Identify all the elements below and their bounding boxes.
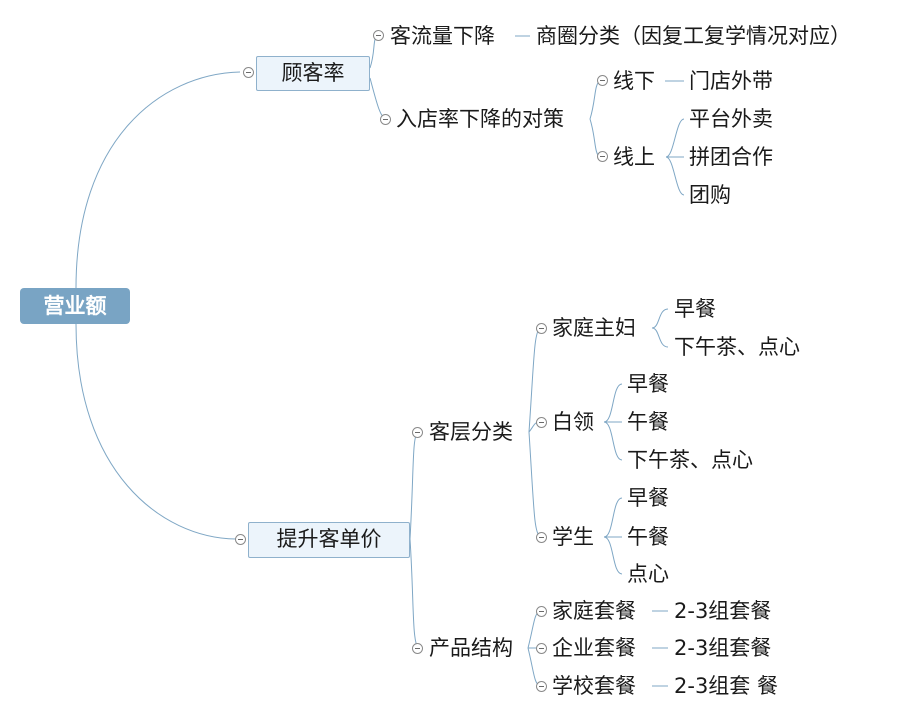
link-whitecollar-items [603,383,623,461]
collapse-toggle-traffic-drop[interactable] [373,30,384,41]
node-housewife-item[interactable]: 早餐 [674,297,716,321]
node-school-package[interactable]: 学校套餐 [552,674,636,698]
collapse-toggle-customer-rate[interactable] [243,67,254,78]
collapse-toggle-family[interactable] [536,606,547,617]
node-student-item[interactable]: 午餐 [627,525,669,549]
collapse-toggle-school[interactable] [536,681,547,692]
node-white-collar[interactable]: 白领 [552,410,594,434]
collapse-toggle-enterprise[interactable] [536,643,547,654]
link-unit-segments [409,431,419,540]
link-customer-rate-entry [369,77,387,120]
node-products[interactable]: 产品结构 [429,636,513,660]
node-student-item[interactable]: 点心 [627,562,669,586]
collapse-toggle-segments[interactable] [412,427,423,438]
link-entry-offline [589,80,601,120]
node-student[interactable]: 学生 [552,525,594,549]
node-offline-item[interactable]: 门店外带 [689,69,773,93]
collapse-toggle-products[interactable] [412,643,423,654]
link-seg-housewife [528,327,541,433]
node-school-detail[interactable]: 2-3组套 餐 [674,674,778,698]
link-root-customer-rate [75,71,241,289]
collapse-toggle-white-collar[interactable] [536,417,547,428]
link-online-items [665,118,685,196]
collapse-toggle-entry-rate[interactable] [380,114,391,125]
collapse-toggle-housewife[interactable] [536,323,547,334]
node-family-package[interactable]: 家庭套餐 [552,599,636,623]
node-online-item[interactable]: 拼团合作 [689,145,773,169]
node-housewife-item[interactable]: 下午茶、点心 [674,335,800,359]
collapse-toggle-online[interactable] [597,151,608,162]
node-white-collar-item[interactable]: 下午茶、点心 [627,448,753,472]
node-segments[interactable]: 客层分类 [429,420,513,444]
link-prod-school [527,647,541,687]
node-white-collar-item[interactable]: 早餐 [627,372,669,396]
node-student-item[interactable]: 早餐 [627,486,669,510]
link-unit-products [409,538,419,649]
node-traffic-drop[interactable]: 客流量下降 [390,24,495,48]
node-online-item[interactable]: 团购 [689,183,731,207]
root-node[interactable]: 营业额 [20,288,130,324]
link-housewife-items [651,308,669,348]
node-customer-rate[interactable]: 顾客率 [256,56,370,91]
node-enterprise-package[interactable]: 企业套餐 [552,636,636,660]
link-seg-student [528,431,541,538]
node-offline[interactable]: 线下 [613,69,655,93]
node-unit-price[interactable]: 提升客单价 [248,522,410,558]
node-online-item[interactable]: 平台外卖 [689,107,773,131]
collapse-toggle-offline[interactable] [597,75,608,86]
link-root-unit-price [75,323,237,540]
collapse-toggle-unit-price[interactable] [235,534,246,545]
node-online[interactable]: 线上 [613,145,655,169]
collapse-toggle-student[interactable] [536,532,547,543]
link-student-items [603,497,623,575]
node-housewife[interactable]: 家庭主妇 [552,316,636,340]
node-enterprise-detail[interactable]: 2-3组套餐 [674,636,772,660]
node-entry-rate[interactable]: 入店率下降的对策 [396,107,564,131]
link-prod-family [527,610,541,649]
node-white-collar-item[interactable]: 午餐 [627,410,669,434]
node-family-detail[interactable]: 2-3组套餐 [674,599,772,623]
node-traffic-category[interactable]: 商圈分类（因复工复学情况对应） [536,24,851,48]
